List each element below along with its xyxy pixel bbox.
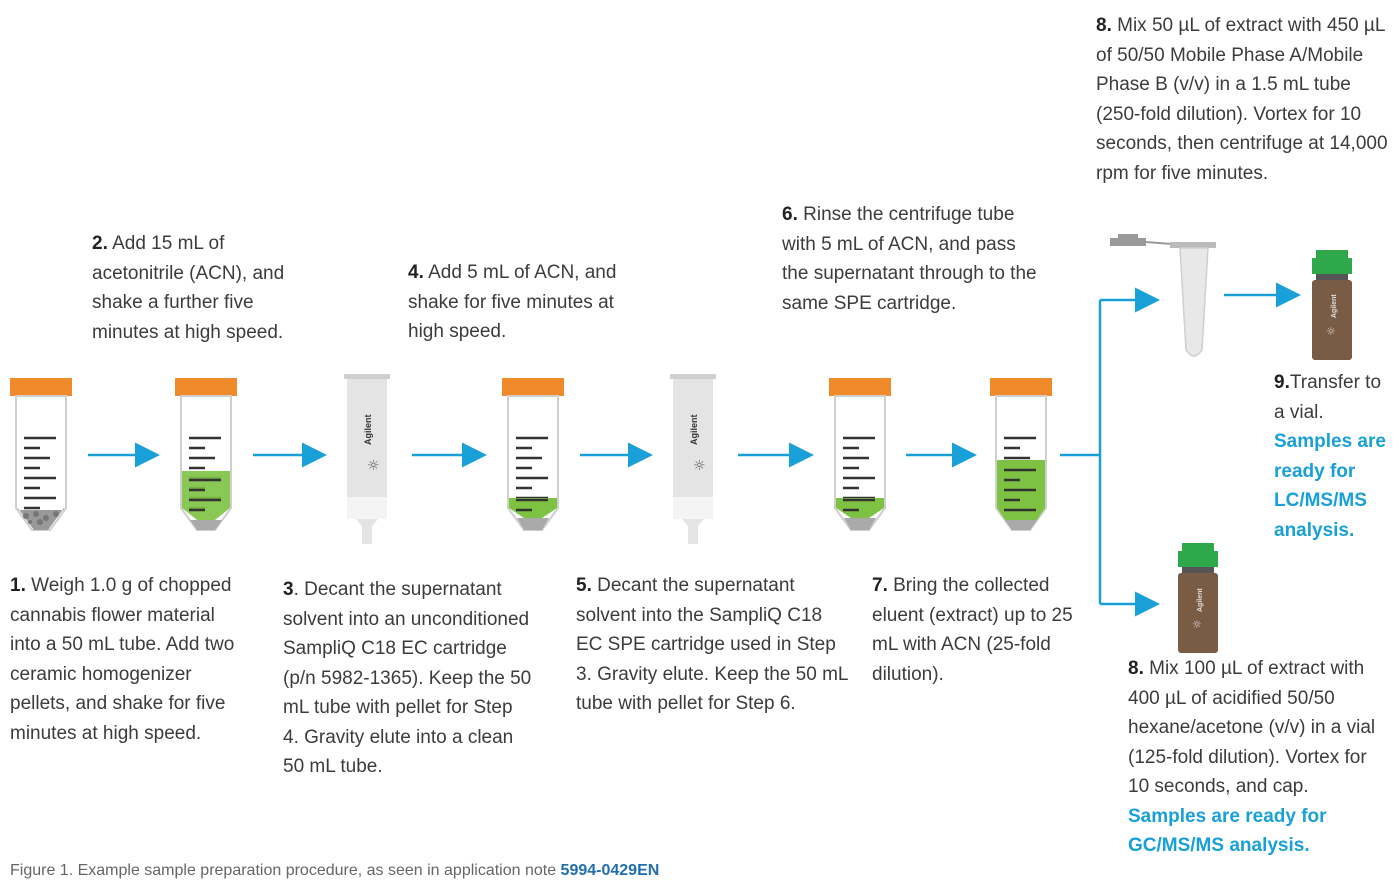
tube-1 — [10, 378, 72, 532]
application-note-link[interactable]: 5994-0429EN — [560, 862, 660, 879]
vial-lc: Agilent ☼ — [1312, 250, 1352, 360]
vial-gc: Agilent ☼ — [1178, 543, 1218, 653]
step-1-text: 1. Weigh 1.0 g of chopped cannabis flowe… — [10, 575, 235, 744]
step-9-text: 9.Transfer to a vial. Samples are ready … — [1274, 372, 1386, 541]
step-2-text: 2. Add 15 mL of acetonitrile (ACN), and … — [92, 233, 285, 343]
tube-7 — [990, 378, 1052, 532]
step-8b-highlight: Samples are ready for GC/MS/MS analysis. — [1128, 805, 1327, 857]
brand-label-2: Agilent — [689, 414, 699, 445]
brand-label-4: Agilent — [1197, 588, 1204, 612]
step-9-highlight: Samples are ready for LC/MS/MS analysis. — [1274, 431, 1386, 541]
svg-text:☼: ☼ — [1192, 618, 1202, 631]
spe-cartridge-1: Agilent ☼ — [344, 374, 390, 544]
step-5-text: 5. Decant the supernatant solvent into t… — [576, 575, 848, 714]
centrifuge-tube — [1110, 234, 1216, 357]
step-8a-text: 8. Mix 50 µL of extract with 450 µL of 5… — [1096, 15, 1388, 184]
tube-2 — [175, 378, 237, 532]
step-8b-text: 8. Mix 100 µL of extract with 400 µL of … — [1128, 658, 1376, 857]
tube-6 — [829, 378, 891, 532]
svg-text:☼: ☼ — [693, 458, 706, 474]
brand-label-3: Agilent — [1331, 294, 1338, 318]
brand-label-1: Agilent — [363, 414, 373, 445]
figure-caption: Figure 1. Example sample preparation pro… — [10, 862, 660, 879]
step-3-text: 3. Decant the supernatant solvent into a… — [283, 579, 532, 777]
tube-4 — [502, 378, 564, 532]
svg-text:☼: ☼ — [1326, 325, 1336, 338]
step-6-text: 6. Rinse the centrifuge tube with 5 mL o… — [782, 204, 1037, 314]
flow-arrows — [88, 282, 1301, 617]
step-7-text: 7. Bring the collected eluent (extract) … — [872, 575, 1073, 685]
svg-text:☼: ☼ — [367, 458, 380, 474]
step-4-text: 4. Add 5 mL of ACN, and shake for five m… — [408, 262, 617, 342]
spe-cartridge-2: Agilent ☼ — [670, 374, 716, 544]
